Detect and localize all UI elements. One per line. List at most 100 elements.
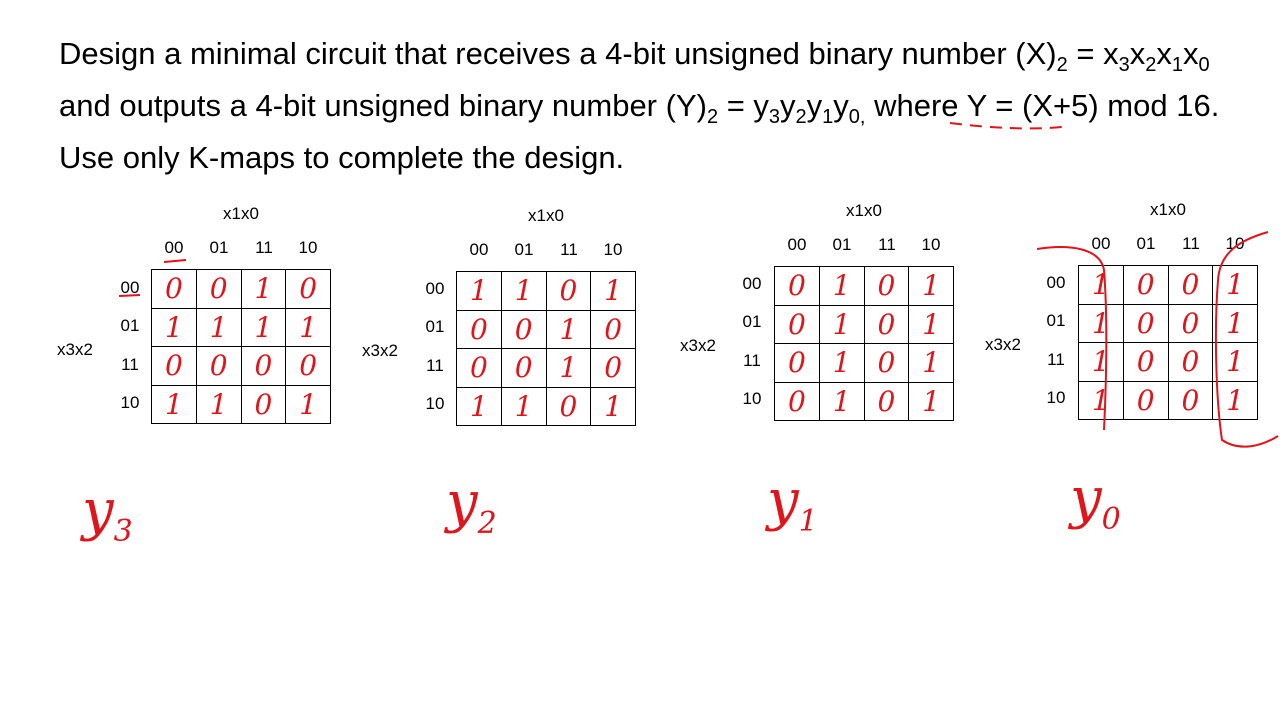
problem-text: x (1129, 36, 1146, 71)
column-label: 01 (1136, 234, 1156, 253)
kmap-cell: 1 (545, 309, 592, 349)
kmap-cell: 0 (863, 266, 910, 306)
row-label: 01 (120, 316, 140, 335)
kmap-cell: 1 (195, 384, 242, 424)
row-variable-label: x3x2 (57, 340, 93, 359)
kmap-cell: 1 (1078, 342, 1124, 382)
column-label: 11 (1182, 234, 1200, 253)
output-label-base: y (82, 478, 114, 543)
problem-subscript: 2 (1056, 54, 1068, 77)
kmap-cell: 1 (456, 271, 502, 311)
underline-00 (163, 259, 187, 263)
problem-text: = x (1067, 36, 1119, 71)
column-label: 01 (209, 238, 229, 257)
problem-statement: Design a minimal circuit that receives a… (59, 28, 1239, 184)
kmap-cell: 0 (774, 266, 820, 306)
row-label: 01 (425, 317, 445, 336)
kmap-cell: 0 (590, 348, 636, 388)
column-variable-label: x1x0 (846, 201, 882, 220)
row-label: 10 (742, 389, 762, 408)
problem-text: and outputs a 4-bit unsigned binary numb… (59, 88, 707, 123)
kmap-cell: 0 (863, 304, 910, 344)
problem-text: = y (718, 88, 769, 123)
problem-subscript: 3 (768, 106, 781, 129)
kmap-cell: 1 (240, 269, 287, 309)
column-label: 01 (514, 240, 534, 259)
kmap-cell: 1 (908, 266, 954, 306)
output-label-subscript: 0 (1101, 502, 1121, 538)
output-label-subscript: 3 (113, 514, 133, 550)
kmap-cell: 1 (818, 266, 865, 306)
column-variable-label: x1x0 (528, 206, 564, 225)
row-label: 11 (743, 351, 761, 370)
problem-text: x (1182, 36, 1199, 71)
problem-subscript: 2 (795, 106, 807, 129)
kmap-cell: 1 (500, 386, 547, 426)
row-label: 11 (121, 355, 139, 374)
kmap-cell: 0 (1122, 380, 1169, 420)
column-label: 10 (603, 240, 623, 259)
output-label: y1 (767, 468, 818, 539)
kmap-cell: 1 (240, 307, 287, 347)
row-label: 00 (742, 274, 762, 293)
output-label: y2 (446, 470, 497, 541)
kmap-cell: 0 (774, 381, 820, 421)
problem-text: x (1156, 36, 1172, 71)
column-label: 11 (560, 240, 578, 259)
kmap-cell: 0 (545, 271, 592, 311)
column-label: 00 (164, 238, 184, 257)
problem-text: where Y = (X+5) mod 16. Use only K-maps … (59, 88, 1220, 175)
row-label: 00 (425, 279, 445, 298)
row-label: 01 (1046, 311, 1066, 330)
problem-subscript: 3 (1118, 54, 1130, 77)
row-label: 00 (1046, 273, 1066, 292)
kmap-cell: 1 (1212, 342, 1258, 382)
kmap-cell: 0 (195, 269, 242, 309)
kmap-cell: 0 (500, 348, 547, 388)
kmap-cell: 0 (863, 343, 910, 383)
kmap-cell: 0 (774, 304, 820, 344)
kmap-cell: 1 (151, 384, 197, 424)
problem-subscript: 0, (848, 106, 866, 129)
kmap-cell: 0 (1167, 380, 1214, 420)
row-label: 11 (426, 356, 444, 375)
output-label-base: y (767, 468, 799, 533)
kmap-cell: 0 (1122, 265, 1169, 305)
kmap-cell: 0 (151, 269, 197, 309)
row-variable-label: x3x2 (680, 336, 716, 355)
kmap-cell: 1 (285, 307, 331, 347)
output-label: y0 (1070, 466, 1121, 537)
kmap-cell: 1 (818, 304, 865, 344)
problem-subscript: 2 (1145, 54, 1157, 77)
group-loop-left (1036, 246, 1108, 431)
kmap-cell: 1 (908, 343, 954, 383)
problem-subscript: 0 (1198, 54, 1210, 77)
output-label: y3 (82, 478, 133, 549)
column-label: 11 (255, 238, 273, 257)
row-label: 10 (425, 394, 445, 413)
column-label: 00 (469, 240, 489, 259)
column-variable-label: x1x0 (223, 204, 259, 223)
kmap-cell: 0 (456, 309, 502, 349)
row-variable-label: x3x2 (985, 335, 1021, 354)
kmap-cell: 0 (1167, 303, 1214, 343)
kmap-cell: 1 (500, 271, 547, 311)
problem-subscript: 1 (822, 106, 834, 129)
kmap-cell: 1 (908, 304, 954, 344)
column-variable-label: x1x0 (1150, 200, 1186, 219)
column-label: 10 (921, 235, 941, 254)
kmap-cell: 0 (240, 346, 287, 386)
group-loop-right (1214, 231, 1279, 448)
kmap-cell: 0 (1167, 342, 1214, 382)
kmap-cell: 1 (908, 381, 954, 421)
kmap-cell: 0 (240, 384, 287, 424)
kmap-cell: 1 (456, 386, 502, 426)
column-label: 01 (832, 235, 852, 254)
kmap-cell: 0 (285, 346, 331, 386)
kmap-cell: 1 (285, 384, 331, 424)
underline-dashed (949, 122, 1063, 130)
